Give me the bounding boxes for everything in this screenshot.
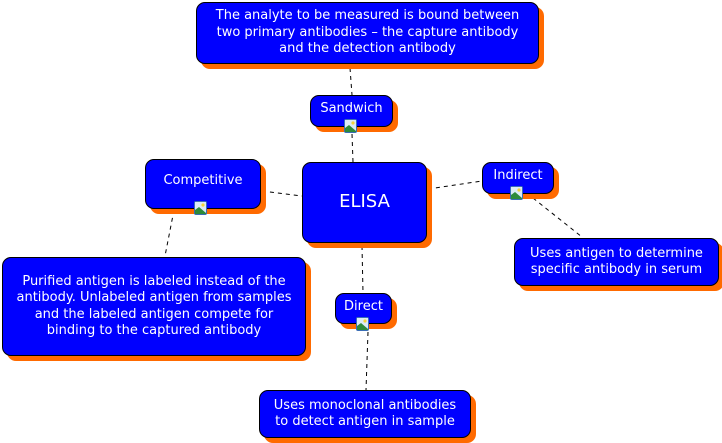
competitive-topic-label: Competitive xyxy=(163,173,243,188)
connector-sandwich-description xyxy=(349,67,353,96)
connector-root-sandwich xyxy=(351,133,354,163)
image-icon[interactable] xyxy=(510,186,523,200)
connector-root-competitive xyxy=(261,190,303,197)
competitive-topic-node[interactable]: Competitive xyxy=(145,159,261,209)
indirect-description-node[interactable]: Uses antigen to determine specific antib… xyxy=(514,238,719,286)
connector-root-indirect xyxy=(427,180,483,190)
image-icon[interactable] xyxy=(356,317,369,331)
connector-indirect-description xyxy=(532,197,583,238)
image-icon[interactable] xyxy=(194,201,207,215)
direct-description-text: Uses monoclonal antibodies to detect ant… xyxy=(273,397,457,430)
competitive-description-text: Purified antigen is labeled instead of t… xyxy=(16,273,292,339)
sandwich-description-text: The analyte to be measured is bound betw… xyxy=(215,8,520,57)
direct-description-node[interactable]: Uses monoclonal antibodies to detect ant… xyxy=(259,390,471,438)
sandwich-topic-label: Sandwich xyxy=(320,101,383,116)
elisa-root-node[interactable]: ELISA xyxy=(302,162,427,243)
sandwich-description-node[interactable]: The analyte to be measured is bound betw… xyxy=(196,2,539,64)
indirect-description-text: Uses antigen to determine specific antib… xyxy=(530,245,703,278)
image-icon[interactable] xyxy=(344,119,357,133)
connector-competitive-description xyxy=(164,209,175,257)
direct-topic-label: Direct xyxy=(344,299,383,314)
elisa-root-label: ELISA xyxy=(339,191,390,213)
connector-root-direct xyxy=(361,245,364,294)
connector-direct-description xyxy=(365,331,369,391)
indirect-topic-label: Indirect xyxy=(493,168,543,183)
competitive-description-node[interactable]: Purified antigen is labeled instead of t… xyxy=(2,257,306,356)
